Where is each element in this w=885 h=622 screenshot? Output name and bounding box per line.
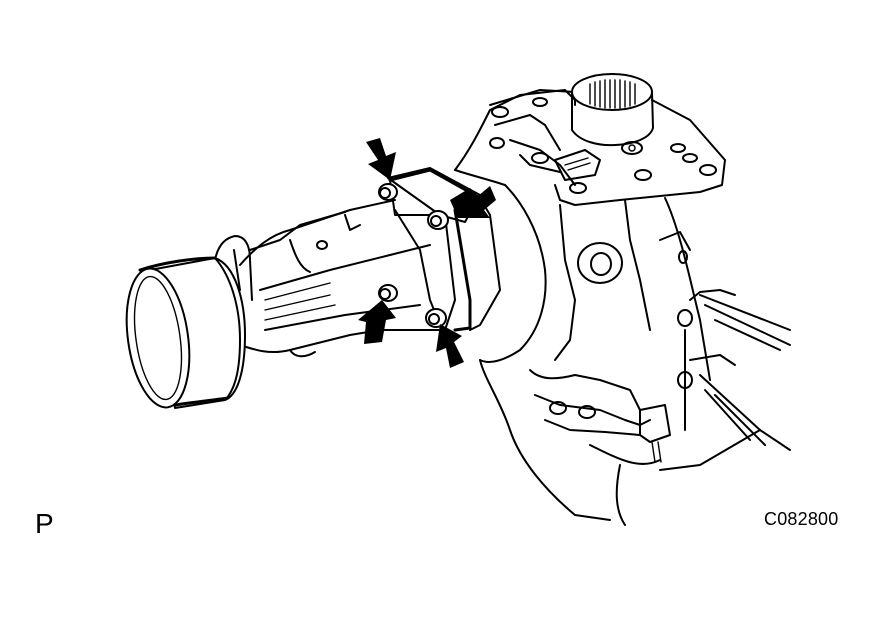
bolt-upper-right bbox=[427, 210, 449, 230]
transfer-case-body bbox=[454, 73, 791, 526]
figure-code: C082800 bbox=[764, 509, 839, 529]
extension-housing bbox=[214, 183, 449, 358]
arrow-bottom-right bbox=[436, 324, 464, 368]
bolt-upper-left bbox=[378, 183, 398, 201]
output-seal-cover bbox=[125, 256, 246, 409]
arrow-top-right bbox=[450, 186, 496, 218]
spline-teeth bbox=[589, 79, 636, 109]
bolt-lower-left bbox=[378, 284, 398, 302]
bolt-lower-right bbox=[425, 308, 447, 328]
view-label: P bbox=[35, 508, 54, 539]
arrow-top-left bbox=[366, 138, 396, 180]
arrow-bottom-left bbox=[358, 300, 396, 344]
